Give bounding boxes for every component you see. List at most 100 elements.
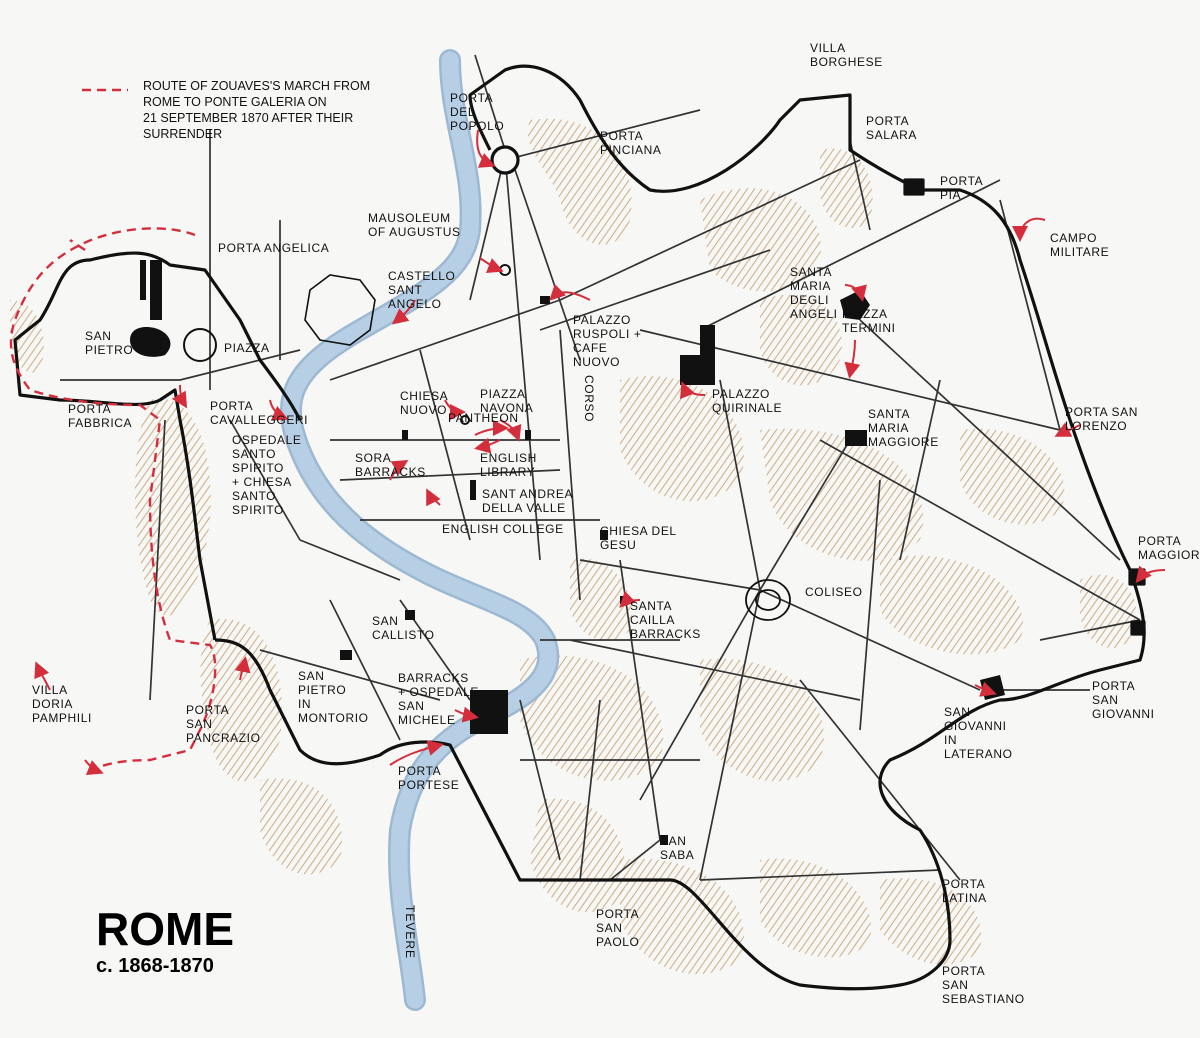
label-line: CHIESA <box>400 389 448 403</box>
label-line: NAVONA <box>480 401 533 415</box>
label-line: SAN <box>85 329 111 343</box>
label-line: DORIA <box>32 697 73 711</box>
label-line: PALAZZO <box>573 313 631 327</box>
label-line: PIETRO <box>298 683 346 697</box>
label-line: CHIESA DEL <box>600 524 677 538</box>
label-line: PANTHEON <box>448 411 519 425</box>
label-line: PALAZZO <box>712 387 770 401</box>
label-line: MAGGIORE <box>1138 548 1200 562</box>
label-line: VILLA <box>810 41 846 55</box>
label-line: SANTA <box>790 265 832 279</box>
label-line: + CHIESA <box>232 475 292 489</box>
label-line: PORTA <box>210 399 253 413</box>
label-line: POPOLO <box>450 119 504 133</box>
zouaves-route <box>9 227 217 771</box>
label-line: BARRACKS <box>630 627 701 641</box>
label-line: PORTA <box>600 129 643 143</box>
map-title: ROME <box>96 903 234 955</box>
label-line: PORTA SAN <box>1065 405 1138 419</box>
label-line: COLISEO <box>805 585 863 599</box>
label-line: SAN <box>660 834 686 848</box>
label-line: SAN <box>372 614 398 628</box>
label-line: LIBRARY <box>480 465 535 479</box>
label-line: PIAZZA <box>224 341 270 355</box>
river-tevere <box>279 49 560 1011</box>
label-line: SALARA <box>866 128 917 142</box>
label-line: PINCIANA <box>600 143 661 157</box>
label-line: SAN <box>596 921 622 935</box>
label-line: GIOVANNI <box>944 719 1007 733</box>
label-line: BARRACKS <box>398 671 469 685</box>
label-line: PORTA <box>596 907 639 921</box>
label-line: IN <box>298 697 311 711</box>
label-line: IN <box>944 733 957 747</box>
label-porta-angelica: PORTA ANGELICA <box>218 241 329 255</box>
label-line: SABA <box>660 848 694 862</box>
label-line: PIAZZA <box>480 387 526 401</box>
label-line: ENGLISH COLLEGE <box>442 522 564 536</box>
st-peters-basilica <box>130 260 217 362</box>
label-line: DEL <box>450 105 475 119</box>
label-line: SAN <box>1092 693 1118 707</box>
label-line: SORA <box>355 451 391 465</box>
label-line: OF AUGUSTUS <box>368 225 461 239</box>
label-line: LATERANO <box>944 747 1013 761</box>
label-line: PANCRAZIO <box>186 731 261 745</box>
label-line: MICHELE <box>398 713 456 727</box>
label-line: PIAZZA <box>842 307 888 321</box>
label-line: PORTA <box>866 114 909 128</box>
label-line: SANTA <box>868 407 910 421</box>
aurelian-walls <box>13 64 1146 991</box>
label-line: ANGELI <box>790 307 838 321</box>
label-line: VILLA <box>32 683 68 697</box>
label-line: GESU <box>600 538 636 552</box>
label-line: PORTA <box>186 703 229 717</box>
label-line: PORTA <box>1092 679 1135 693</box>
label-line: NUOVO <box>573 355 620 369</box>
street-network <box>60 54 1141 881</box>
label-line: SANTO <box>232 489 276 503</box>
label-line: PORTA <box>1138 534 1181 548</box>
label-line: PORTA <box>942 964 985 978</box>
label-line: + OSPEDALE <box>398 685 479 699</box>
label-line: DEGLI <box>790 293 829 307</box>
legend-line-2: ROME TO PONTE GALERIA ON <box>143 95 327 109</box>
label-line: SEBASTIANO <box>942 992 1025 1006</box>
river-label: TEVERE <box>403 905 417 959</box>
label-line: SANT <box>388 283 422 297</box>
label-line: PORTA <box>450 91 493 105</box>
label-line: SPIRITO <box>232 461 284 475</box>
label-line: LORENZO <box>1065 419 1127 433</box>
label-line: SAN <box>186 717 212 731</box>
label-line: MARIA <box>868 421 909 435</box>
label-line: DELLA VALLE <box>482 501 566 515</box>
label-line: SANT ANDREA <box>482 487 573 501</box>
label-line: CAILLA <box>630 613 675 627</box>
